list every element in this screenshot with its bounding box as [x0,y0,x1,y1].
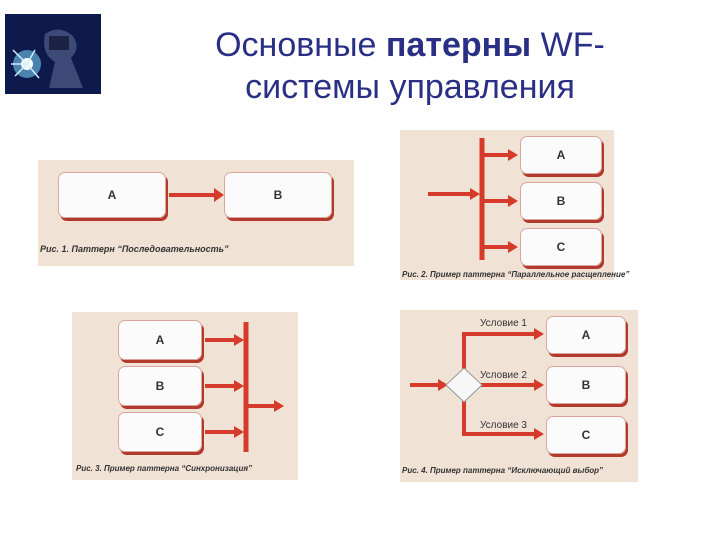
fig2-box-a: A [520,136,602,174]
title-line1-regular: Основные [215,26,386,64]
fig3-box-a: A [118,320,202,360]
fig4-condition-3: Условие 3 [480,420,527,431]
figure-3-synchronization: A B C Рис. 3. Пример паттерна “Синхрониз… [72,312,298,480]
fig4-caption: Рис. 4. Пример паттерна “Исключающий выб… [402,466,604,475]
logo-welder-image [5,14,101,94]
fig4-decision-diamond [445,367,483,403]
fig4-arrows [410,328,544,440]
fig4-box-b: B [546,366,626,404]
fig3-caption: Рис. 3. Пример паттерна “Синхронизация” [76,464,253,473]
fig2-box-b: B [520,182,602,220]
fig2-arrows [428,138,518,260]
figure-2-parallel-split: A B C Рис. 2. Пример паттерна “Параллель… [400,130,629,280]
fig1-box-b: B [224,172,332,218]
fig1-box-a: A [58,172,166,218]
fig3-arrows [205,322,284,452]
fig4-condition-2: Условие 2 [480,370,527,381]
figure-4-exclusive-choice: A B C Условие 1 Условие 2 Условие 3 Рис.… [400,310,638,482]
title-line1-bold: патерны [385,26,532,64]
fig4-box-a: A [546,316,626,354]
fig1-caption: Рис. 1. Паттерн “Последовательность” [40,244,229,254]
fig3-box-c: C [118,412,202,452]
title-line1-end: WF- [531,26,605,64]
fig2-caption: Рис. 2. Пример паттерна “Параллельное ра… [402,270,630,279]
title-line2: системы управления [245,68,575,106]
figure-1-sequence: A B Рис. 1. Паттерн “Последовательность” [38,160,354,266]
fig4-condition-1: Условие 1 [480,318,527,329]
fig4-box-c: C [546,416,626,454]
fig2-box-c: C [520,228,602,266]
slide-title: Основные патерны WF- системы управления [120,24,700,108]
fig1-arrow [169,188,224,202]
fig3-box-b: B [118,366,202,406]
